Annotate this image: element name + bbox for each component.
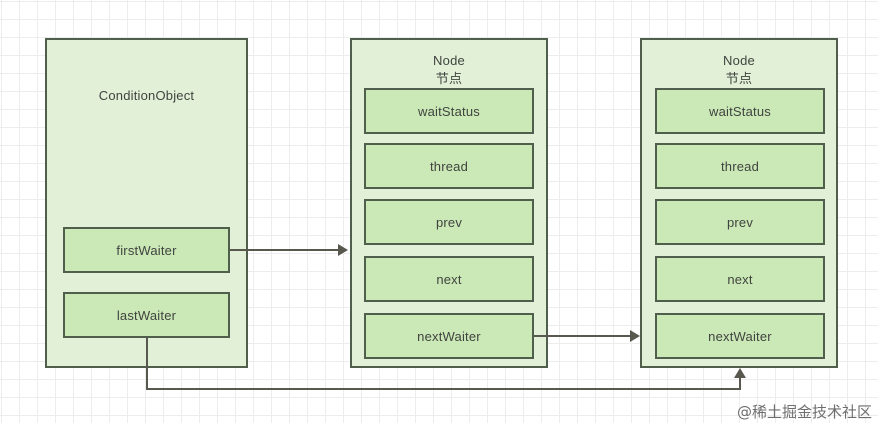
- arrowhead-node1-nextwaiter-to-node2: [630, 330, 640, 342]
- node-2-field-thread-label: thread: [720, 158, 760, 174]
- node-2-field-nextwaiter[interactable]: nextWaiter: [655, 313, 825, 359]
- node-1-field-waitstatus[interactable]: waitStatus: [364, 88, 534, 134]
- node-1-field-waitstatus-label: waitStatus: [418, 103, 480, 119]
- arrowhead-firstwaiter-to-node1: [338, 244, 348, 256]
- node-2-field-waitstatus-label: waitStatus: [709, 103, 771, 119]
- connector-lastwaiter-vertical-down: [146, 338, 148, 390]
- node-1-field-nextwaiter-label: nextWaiter: [417, 328, 481, 344]
- node-1-field-next-label: next: [436, 271, 462, 287]
- node-1-field-prev[interactable]: prev: [364, 199, 534, 245]
- node-2-field-waitstatus[interactable]: waitStatus: [655, 88, 825, 134]
- watermark-text: @稀土掘金技术社区: [737, 403, 873, 421]
- node-1-field-thread[interactable]: thread: [364, 143, 534, 189]
- node-2-field-nextwaiter-label: nextWaiter: [708, 328, 772, 344]
- connector-lastwaiter-horizontal: [146, 388, 741, 390]
- node-1-field-next[interactable]: next: [364, 256, 534, 302]
- condition-field-lastwaiter-label: lastWaiter: [116, 307, 177, 323]
- connector-node1-nextwaiter-to-node2: [534, 335, 632, 337]
- node-2-field-prev[interactable]: prev: [655, 199, 825, 245]
- connector-firstwaiter-to-node1: [230, 249, 340, 251]
- node-1-field-thread-label: thread: [429, 158, 469, 174]
- condition-field-firstwaiter-label: firstWaiter: [116, 242, 177, 258]
- node-1-title-en: Node: [433, 53, 465, 68]
- node-1-field-nextwaiter[interactable]: nextWaiter: [364, 313, 534, 359]
- node-1-field-prev-label: prev: [435, 214, 463, 230]
- arrowhead-lastwaiter-to-node2: [734, 368, 746, 378]
- node-2-title-zh: 节点: [725, 71, 753, 86]
- connector-lastwaiter-vertical-up: [739, 378, 741, 390]
- condition-field-firstwaiter[interactable]: firstWaiter: [63, 227, 230, 273]
- condition-object-title: ConditionObject: [98, 88, 195, 103]
- node-2-title-en: Node: [723, 53, 755, 68]
- node-2-field-next[interactable]: next: [655, 256, 825, 302]
- node-2-field-prev-label: prev: [726, 214, 754, 230]
- condition-field-lastwaiter[interactable]: lastWaiter: [63, 292, 230, 338]
- node-2-field-next-label: next: [727, 271, 753, 287]
- node-2-field-thread[interactable]: thread: [655, 143, 825, 189]
- node-1-title-zh: 节点: [435, 71, 463, 86]
